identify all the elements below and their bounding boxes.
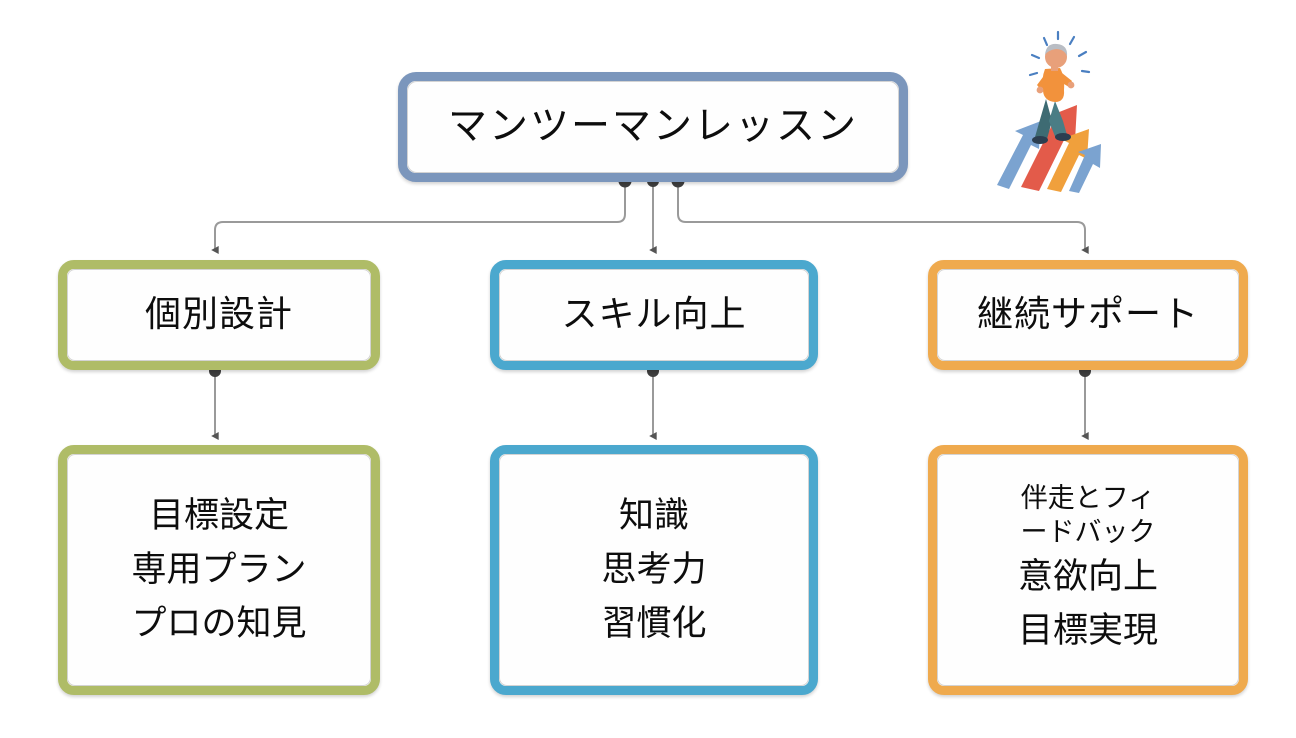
root-node-label: マンツーマンレッスン: [447, 104, 858, 148]
leaf-node-skill-improvement[interactable]: 知識 思考力 習慣化: [490, 445, 818, 695]
leaf-node-body: 目標設定 専用プラン プロの知見: [67, 454, 371, 686]
connector-root-to-branch-0: [211, 183, 626, 254]
branch-node-continuous-support[interactable]: 継続サポート: [928, 260, 1248, 370]
root-node[interactable]: マンツーマンレッスン: [398, 72, 908, 182]
arrow-light-blue-front: [1069, 144, 1101, 193]
branch-node-label: 継続サポート: [976, 294, 1199, 335]
leaf-line: 思考力: [601, 549, 707, 589]
leaf-line: 伴走とフィ: [1020, 483, 1156, 513]
spark-lines: [1028, 30, 1091, 77]
connector-root-to-branch-2: [677, 183, 1089, 254]
leaf-line: 目標設定: [148, 495, 289, 535]
arrow-orange: [1047, 129, 1089, 192]
leaf-node-continuous-support[interactable]: 伴走とフィ ードバック 意欲向上 目標実現: [928, 445, 1248, 695]
branch-node-label: スキル向上: [561, 294, 747, 335]
leaf-line: プロの知見: [131, 604, 307, 644]
person-climbing-arrows-illustration: [997, 30, 1101, 193]
branch-node-body: 継続サポート: [937, 269, 1239, 361]
branch-node-label: 個別設計: [144, 294, 293, 335]
branch-node-body: 個別設計: [67, 269, 371, 361]
leaf-node-body: 伴走とフィ ードバック 意欲向上 目標実現: [937, 454, 1239, 686]
person-figure: [1032, 43, 1075, 144]
branch-node-individual-design[interactable]: 個別設計: [58, 260, 380, 370]
branch-node-body: スキル向上: [499, 269, 809, 361]
leaf-line: ードバック: [1020, 516, 1156, 547]
root-node-body: マンツーマンレッスン: [407, 81, 899, 173]
leaf-node-body: 知識 思考力 習慣化: [499, 454, 809, 686]
leaf-line: 専用プラン: [131, 549, 307, 589]
leaf-line: 目標実現: [1017, 610, 1158, 650]
arrow-blue-back: [997, 121, 1041, 189]
leaf-node-individual-design[interactable]: 目標設定 専用プラン プロの知見: [58, 445, 380, 695]
leaf-line: 意欲向上: [1017, 556, 1158, 596]
leaf-line: 習慣化: [601, 604, 707, 644]
branch-node-skill-improvement[interactable]: スキル向上: [490, 260, 818, 370]
leaf-line: 知識: [618, 495, 689, 535]
